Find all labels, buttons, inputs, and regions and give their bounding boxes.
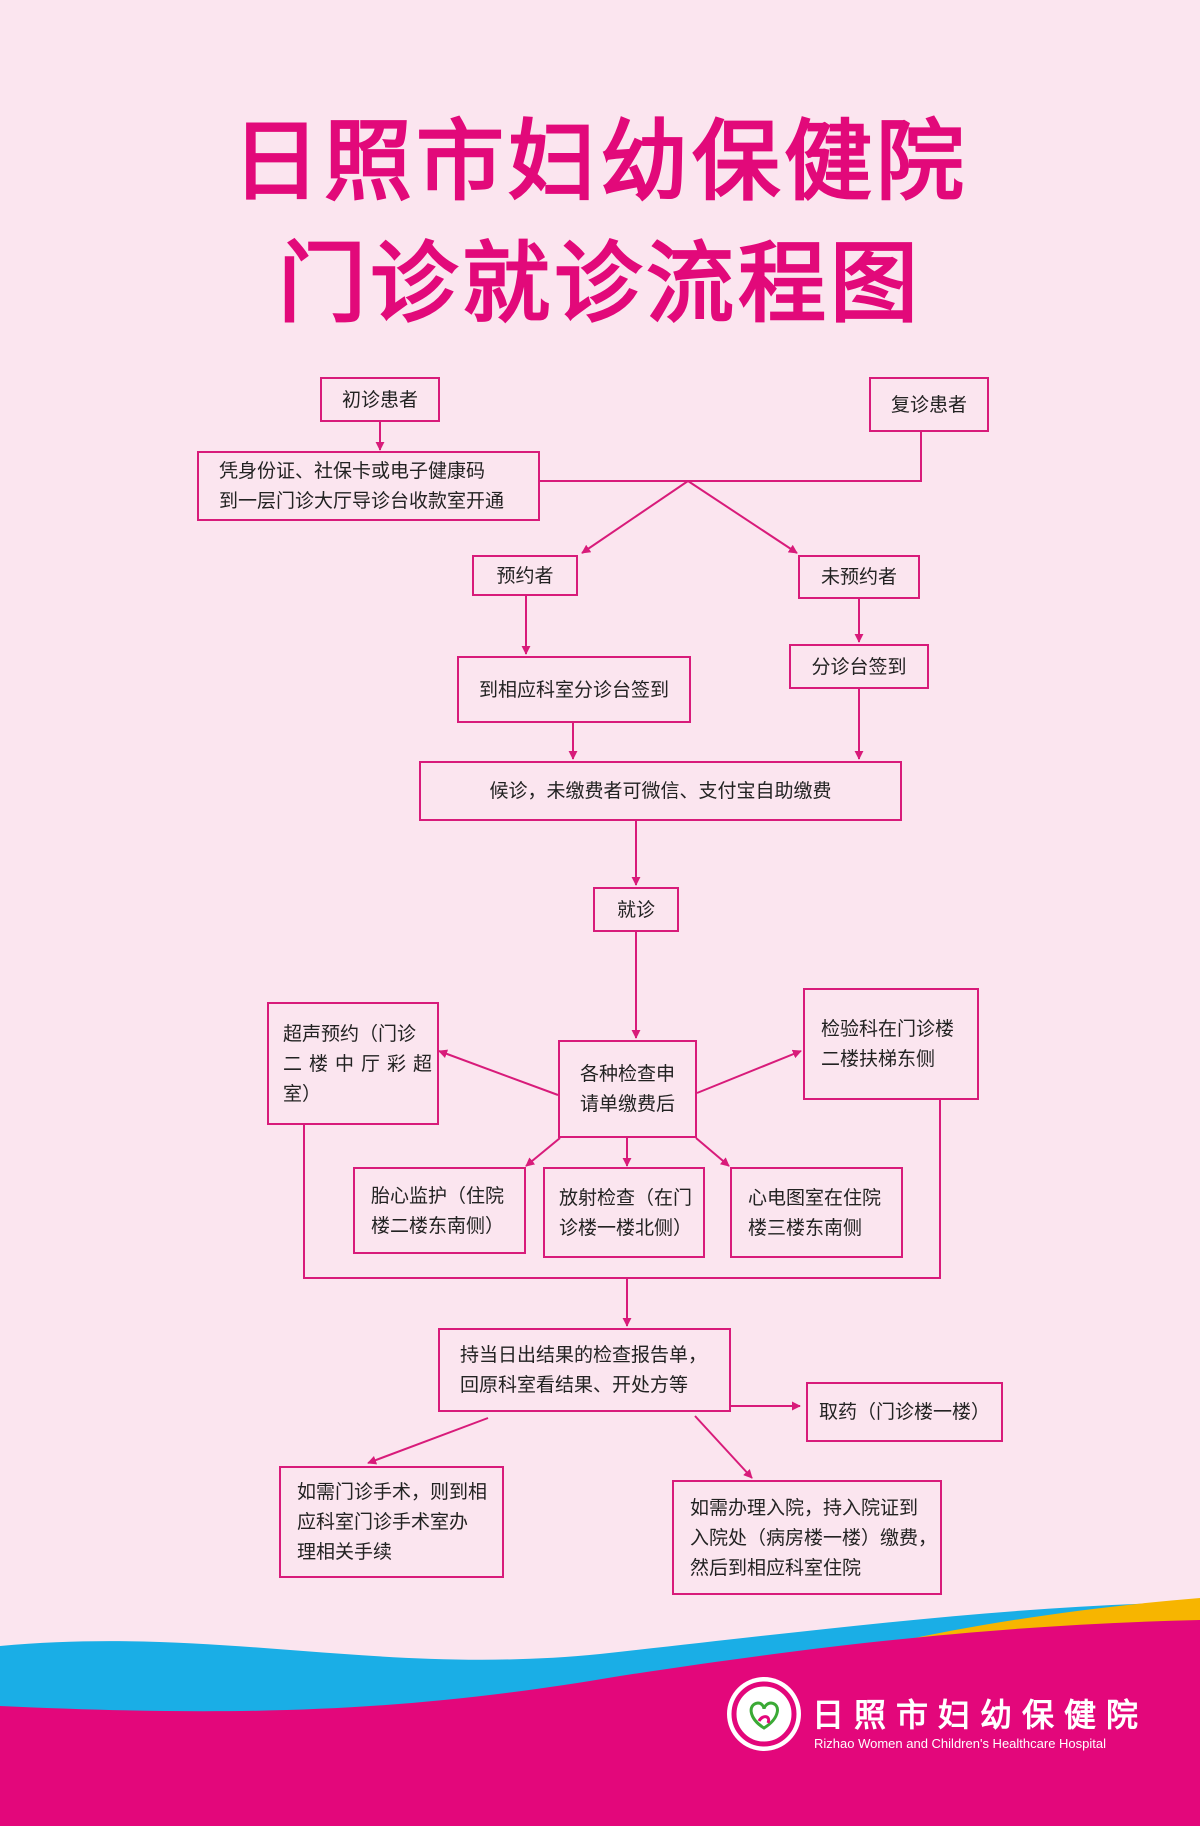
fetal-monitoring-box: 胎心监护（住院 楼二楼东南侧） xyxy=(353,1167,526,1254)
surgery-line-1: 如需门诊手术，则到相 xyxy=(297,1481,488,1503)
no-appointment-label: 未预约者 xyxy=(820,566,897,588)
pharmacy-label: 取药（门诊楼一楼） xyxy=(819,1401,991,1423)
fetal-monitoring-line-1: 胎心监护（住院 xyxy=(371,1184,505,1207)
radiology-box: 放射检查（在门 诊楼一楼北侧） xyxy=(543,1167,705,1258)
consult-box: 就诊 xyxy=(593,887,679,932)
triage-checkin-label: 分诊台签到 xyxy=(811,655,907,678)
exam-payment-line-1: 各种检查申 xyxy=(579,1063,675,1085)
activate-line-1: 凭身份证、社保卡或电子健康码 xyxy=(219,460,486,482)
ultrasound-line-3: 室） xyxy=(283,1082,322,1105)
report-review-line-1: 持当日出结果的检查报告单， xyxy=(460,1344,708,1366)
ecg-line-2: 楼三楼东南侧 xyxy=(748,1216,863,1239)
activate-line-2: 到一层门诊大厅导诊台收款室开通 xyxy=(219,490,505,512)
lab-line-2: 二楼扶梯东侧 xyxy=(821,1048,936,1070)
ultrasound-line-1: 超声预约（门诊 xyxy=(283,1022,417,1045)
first-visit-patient-box: 初诊患者 xyxy=(320,377,440,422)
admission-line-1: 如需办理入院，持入院证到 xyxy=(690,1496,919,1519)
footer-wave-band xyxy=(0,1598,1200,1826)
return-visit-patient-box: 复诊患者 xyxy=(869,377,989,432)
radiology-line-1: 放射检查（在门 xyxy=(559,1186,693,1209)
report-review-box: 持当日出结果的检查报告单， 回原科室看结果、开处方等 xyxy=(438,1328,731,1412)
triage-checkin-box: 分诊台签到 xyxy=(789,644,929,689)
admission-box: 如需办理入院，持入院证到 入院处（病房楼一楼）缴费， 然后到相应科室住院 xyxy=(672,1480,942,1595)
first-visit-label: 初诊患者 xyxy=(341,388,418,411)
activate-card-box: 凭身份证、社保卡或电子健康码 到一层门诊大厅导诊台收款室开通 xyxy=(197,451,540,521)
consult-label: 就诊 xyxy=(616,898,655,921)
lab-box: 检验科在门诊楼 二楼扶梯东侧 xyxy=(803,988,979,1100)
exam-payment-box: 各种检查申 请单缴费后 xyxy=(558,1040,697,1138)
ultrasound-line-2: 二楼中厅彩超 xyxy=(283,1052,440,1075)
hospital-logo-name-en: Rizhao Women and Children's Healthcare H… xyxy=(814,1736,1106,1751)
report-review-line-2: 回原科室看结果、开处方等 xyxy=(460,1374,689,1396)
dept-checkin-label: 到相应科室分诊台签到 xyxy=(478,678,669,701)
pharmacy-box: 取药（门诊楼一楼） xyxy=(806,1382,1003,1442)
poster-title-line1: 日照市妇幼保健院 xyxy=(231,110,968,213)
poster-title-line2: 门诊就诊流程图 xyxy=(277,232,922,335)
no-appointment-box: 未预约者 xyxy=(798,555,920,599)
exam-payment-line-2: 请单缴费后 xyxy=(579,1093,675,1115)
appointment-box: 预约者 xyxy=(472,555,578,596)
ecg-line-1: 心电图室在住院 xyxy=(748,1186,882,1209)
outpatient-surgery-box: 如需门诊手术，则到相 应科室门诊手术室办 理相关手续 xyxy=(279,1466,504,1578)
dept-checkin-box: 到相应科室分诊台签到 xyxy=(457,656,691,723)
surgery-line-3: 理相关手续 xyxy=(297,1541,393,1563)
radiology-line-2: 诊楼一楼北侧） xyxy=(559,1216,693,1239)
waiting-label: 候诊，未缴费者可微信、支付宝自助缴费 xyxy=(489,780,832,802)
hospital-emblem-icon xyxy=(727,1677,801,1751)
fetal-monitoring-line-2: 楼二楼东南侧） xyxy=(371,1214,505,1237)
admission-line-3: 然后到相应科室住院 xyxy=(690,1556,862,1579)
surgery-line-2: 应科室门诊手术室办 xyxy=(297,1511,469,1533)
ecg-box: 心电图室在住院 楼三楼东南侧 xyxy=(730,1167,903,1258)
return-visit-label: 复诊患者 xyxy=(890,393,967,416)
ultrasound-box: 超声预约（门诊 二楼中厅彩超 室） xyxy=(267,1002,439,1125)
appointment-label: 预约者 xyxy=(496,564,554,587)
admission-line-2: 入院处（病房楼一楼）缴费， xyxy=(690,1526,938,1549)
hospital-logo-name-cn: 日照市妇幼保健院 xyxy=(812,1696,1149,1734)
lab-line-1: 检验科在门诊楼 xyxy=(821,1018,955,1040)
waiting-box: 候诊，未缴费者可微信、支付宝自助缴费 xyxy=(419,761,902,821)
